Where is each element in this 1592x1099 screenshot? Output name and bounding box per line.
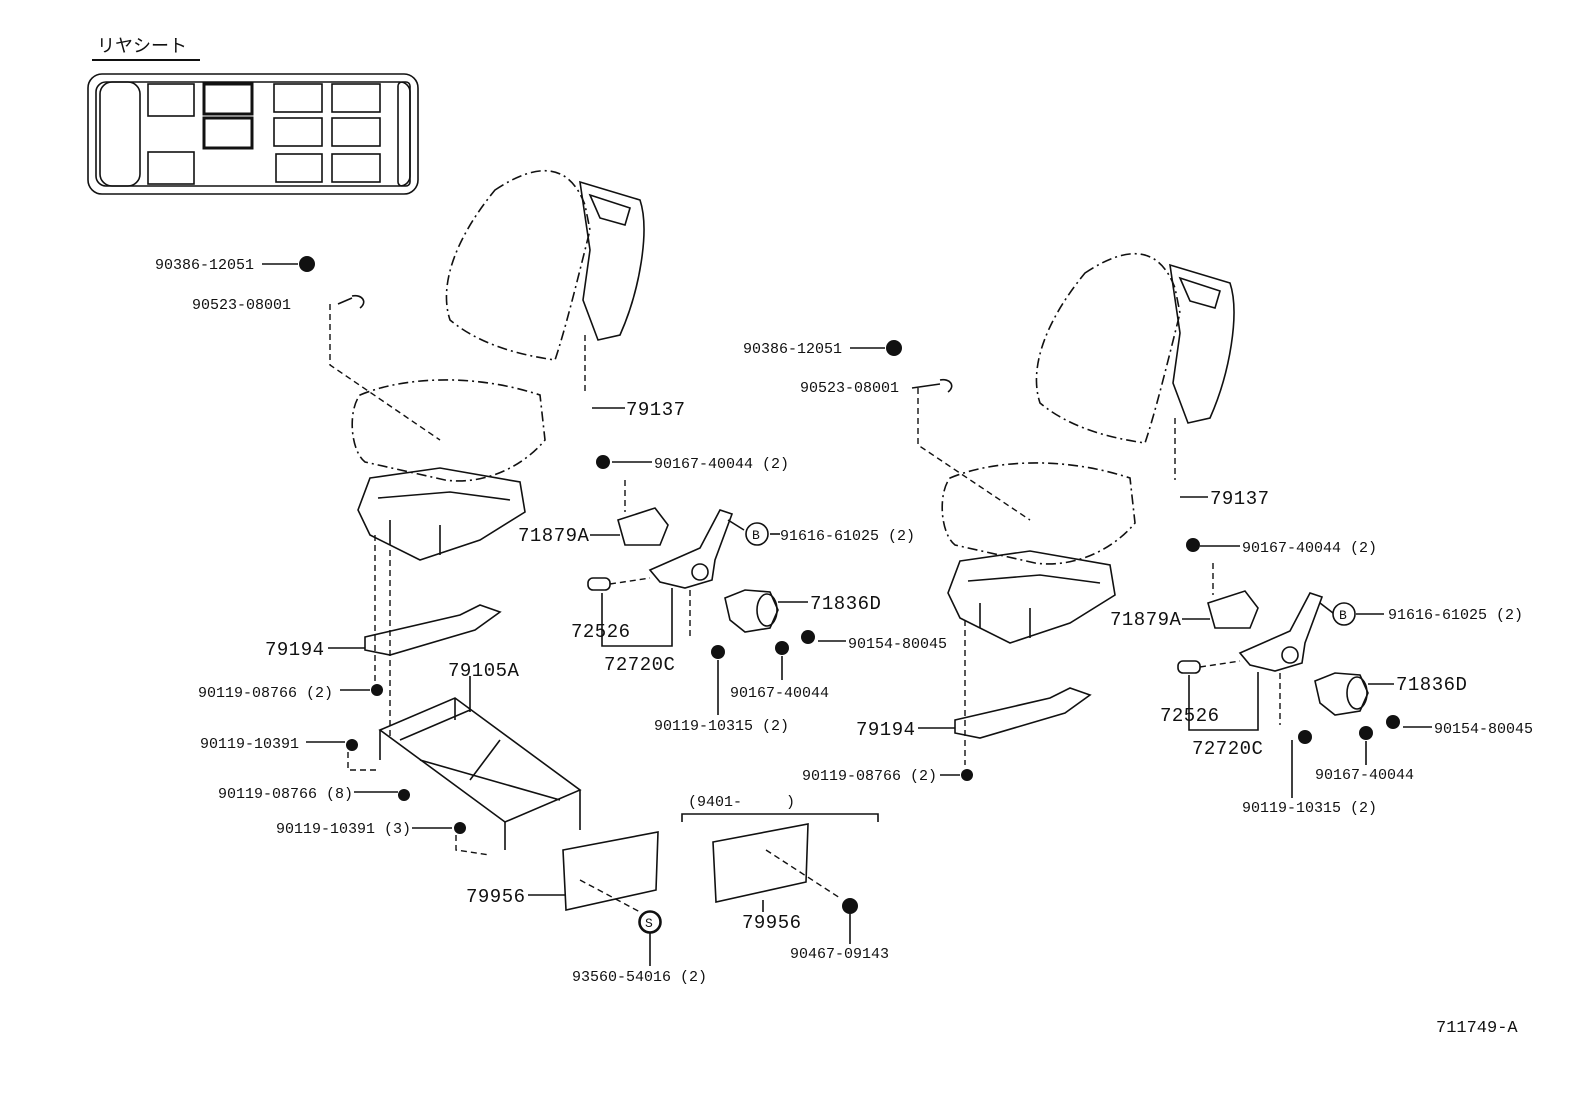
- label-90167-40044: 90167-40044: [730, 685, 829, 702]
- label-90167-40044-2: 90167-40044 (2): [654, 456, 789, 473]
- right-seat-back-frame: [1169, 263, 1235, 424]
- label-71879A: 71879A: [518, 525, 590, 547]
- label-79105A: 79105A: [448, 660, 520, 682]
- label-72526: 72526: [571, 621, 631, 643]
- label-r-79137: 79137: [1210, 488, 1270, 510]
- inset-seat: [147, 82, 381, 185]
- label-90119-10391-3: 90119-10391 (3): [276, 821, 411, 838]
- left-72526-part: [587, 577, 611, 591]
- label-93560-54016-2: 93560-54016 (2): [572, 969, 707, 986]
- left-seat-cushion: [351, 379, 546, 482]
- label-r-90119-08766-2: 90119-08766 (2): [802, 768, 937, 785]
- left-cushion-frame: [357, 467, 526, 561]
- label-90467-09143: 90467-09143: [790, 946, 889, 963]
- right-seat-cushion: [941, 462, 1136, 565]
- left-recliner-part: [648, 509, 734, 589]
- right-79194-rail: [954, 687, 1092, 739]
- left-71836D-part: [724, 589, 779, 633]
- right-bolt-90119-08766-icon: [961, 769, 973, 781]
- left-bolt-90167-icon: [596, 455, 610, 469]
- right-bolt-90119-10315-icon: [1298, 730, 1312, 744]
- label-r-71879A: 71879A: [1110, 609, 1182, 631]
- left-clip-90523-icon: [351, 294, 365, 309]
- label-79194: 79194: [265, 639, 325, 661]
- label-90119-10391: 90119-10391: [200, 736, 299, 753]
- left-nut-90386-icon: [299, 256, 315, 272]
- label-r-90154-80045: 90154-80045: [1434, 721, 1533, 738]
- label-90154-80045: 90154-80045: [848, 636, 947, 653]
- label-r-71836D: 71836D: [1396, 674, 1467, 696]
- label-9401-close: ): [786, 794, 795, 811]
- label-r-72720C: 72720C: [1192, 738, 1263, 760]
- label-b-marker: B: [752, 528, 760, 543]
- vehicle-layout-inset: リヤシート: [87, 37, 419, 195]
- label-s-marker: S: [645, 916, 653, 931]
- right-bolt-90154-icon: [1386, 715, 1400, 729]
- left-79105A-frame: [378, 697, 582, 850]
- label-r-90167-40044-2: 90167-40044 (2): [1242, 540, 1377, 557]
- label-90119-08766-2: 90119-08766 (2): [198, 685, 333, 702]
- label-9401-open: (9401-: [688, 794, 742, 811]
- left-bolt-90119-10315-icon: [711, 645, 725, 659]
- label-r-72526: 72526: [1160, 705, 1220, 727]
- label-79137: 79137: [626, 399, 686, 421]
- left-71879A-part: [617, 507, 669, 546]
- right-bolt-90167-icon: [1186, 538, 1200, 552]
- part-labels-right: 90386-12051 90523-08001 79137 90167-4004…: [743, 341, 1533, 817]
- right-cushion-frame: [947, 550, 1116, 644]
- left-bolt-90154-icon: [801, 630, 815, 644]
- inset-title: リヤシート: [97, 37, 187, 58]
- label-90386-12051: 90386-12051: [155, 257, 254, 274]
- left-seat-back: [445, 169, 591, 361]
- left-seat-assembly: [299, 169, 815, 933]
- label-91616-61025-2: 91616-61025 (2): [780, 528, 915, 545]
- left-79194-rail: [364, 604, 502, 656]
- right-72526-part: [1177, 660, 1201, 674]
- label-72720C: 72720C: [604, 654, 675, 676]
- right-71836D-part: [1314, 672, 1369, 716]
- label-r-90386-12051: 90386-12051: [743, 341, 842, 358]
- right-seat-back: [1035, 252, 1181, 444]
- left-bolt-90167-single-icon: [775, 641, 789, 655]
- leader-lines: [262, 263, 1432, 966]
- label-90119-10315-2: 90119-10315 (2): [654, 718, 789, 735]
- left-79956-cover: [562, 831, 659, 911]
- label-r-90167-40044: 90167-40044: [1315, 767, 1414, 784]
- figure-code: 711749-A: [1436, 1019, 1518, 1038]
- right-bolt-90167-single-icon: [1359, 726, 1373, 740]
- label-71836D: 71836D: [810, 593, 881, 615]
- label-90119-08766-8: 90119-08766 (8): [218, 786, 353, 803]
- label-79956: 79956: [466, 886, 526, 908]
- right-nut-90386-icon: [886, 340, 902, 356]
- later-79956-cover: [712, 823, 809, 903]
- label-r-90523-08001: 90523-08001: [800, 380, 899, 397]
- label-79956-later: 79956: [742, 912, 802, 934]
- left-seat-back-frame: [579, 180, 645, 341]
- part-labels-left: 90386-12051 90523-08001 79137 90167-4004…: [155, 257, 947, 986]
- right-seat-assembly: [886, 252, 1400, 781]
- right-recliner-part: [1238, 592, 1324, 672]
- label-r-90119-10315-2: 90119-10315 (2): [1242, 800, 1377, 817]
- label-r-79194: 79194: [856, 719, 916, 741]
- label-r-91616-61025-2: 91616-61025 (2): [1388, 607, 1523, 624]
- label-r-b-marker: B: [1339, 608, 1347, 623]
- later-bolt-90467-icon: [842, 898, 858, 914]
- label-90523-08001: 90523-08001: [192, 297, 291, 314]
- right-71879A-part: [1207, 590, 1259, 629]
- right-clip-90523-icon: [939, 378, 953, 393]
